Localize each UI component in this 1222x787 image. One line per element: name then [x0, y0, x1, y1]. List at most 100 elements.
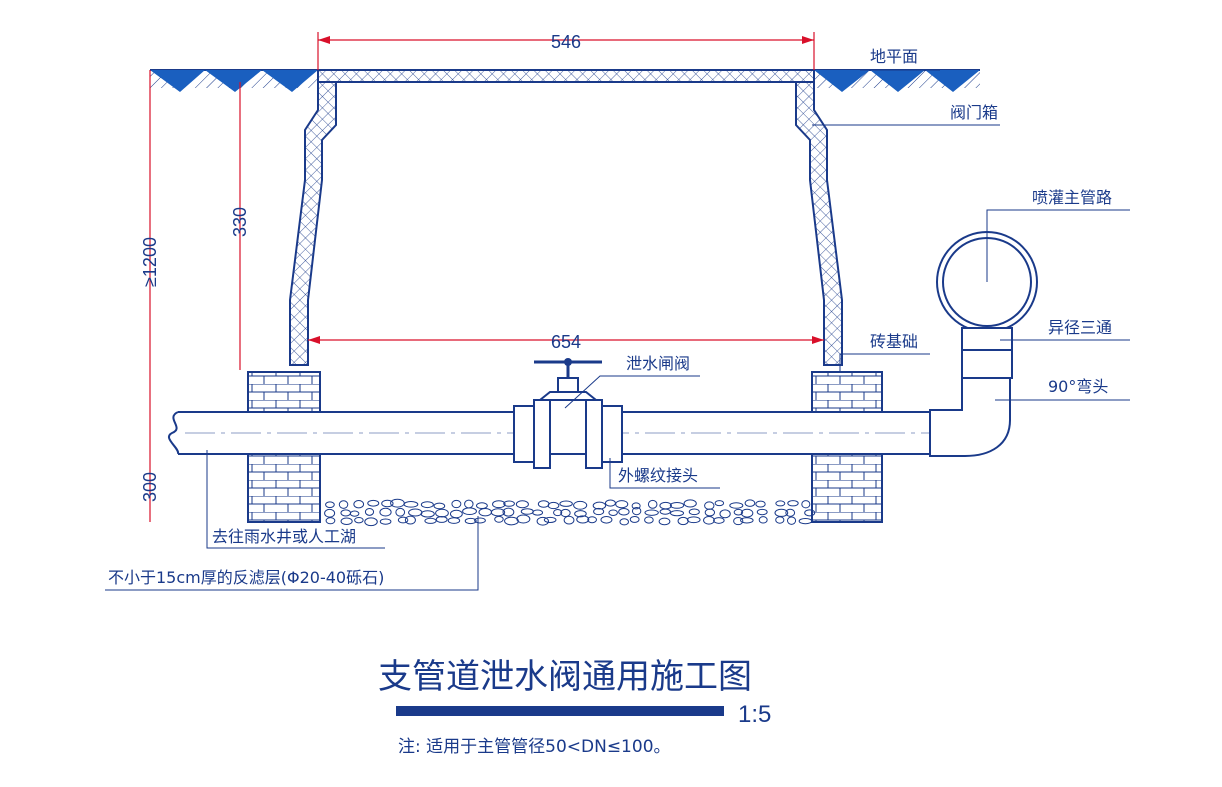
gravel-stone — [462, 507, 477, 516]
gravel-stone — [615, 500, 629, 509]
gravel-stone — [464, 499, 474, 509]
dim-total-depth: ≥1200 — [140, 237, 160, 287]
label-filter-layer: 不小于15cm厚的反滤层(Φ20-40砾石) — [108, 568, 384, 587]
gravel-stone — [592, 501, 607, 510]
dim-top-width: 546 — [551, 32, 581, 52]
gravel-stone — [618, 507, 630, 516]
gravel-stone — [774, 508, 789, 517]
gravel-stone — [447, 517, 461, 524]
label-outlet: 去往雨水井或人工湖 — [212, 527, 356, 546]
gravel-stone — [420, 501, 434, 509]
gravel-stone — [537, 500, 550, 508]
gravel-stone — [324, 508, 336, 518]
gravel-stone — [644, 516, 654, 524]
gravel-stone — [647, 499, 658, 509]
gravel-stone — [354, 516, 364, 524]
label-drain-valve: 泄水闸阀 — [626, 354, 690, 373]
valve-box — [289, 69, 843, 366]
gravel-stone — [629, 515, 640, 523]
gravel-stone — [755, 500, 766, 508]
gravel-stone — [403, 501, 419, 508]
ground-surface — [150, 69, 980, 92]
gravel-stone — [492, 500, 506, 509]
gravel-stone — [451, 499, 462, 509]
label-threaded-joint: 外螺纹接头 — [618, 466, 698, 485]
gravel-stone — [786, 516, 797, 525]
gravel-stone — [729, 502, 744, 509]
gravel-stone — [733, 508, 744, 516]
gravel-stone — [408, 508, 423, 517]
gravel-stone — [435, 508, 449, 518]
gravel-stone — [659, 501, 672, 510]
gravel-stone — [502, 507, 515, 517]
gravel-stone — [404, 515, 416, 525]
gravel-stone — [669, 510, 685, 517]
gravel-stone — [379, 518, 392, 525]
gravel-stone — [758, 516, 768, 524]
gravel-stone — [349, 510, 360, 517]
gravel-stone — [478, 508, 492, 517]
gravel-stone — [704, 501, 715, 510]
gravel-stone — [744, 499, 756, 507]
gravel-stone — [547, 501, 560, 510]
reducing-tee — [961, 327, 1013, 379]
gravel-stone — [420, 510, 435, 518]
gravel-stone — [688, 508, 700, 516]
gravel-stone — [560, 508, 571, 518]
gravel-stone — [573, 500, 588, 510]
gravel-stone — [631, 506, 642, 516]
gravel-stone — [563, 515, 575, 525]
gravel-stone — [433, 502, 446, 510]
gravel-stone — [704, 508, 716, 517]
gravel-stone — [733, 516, 744, 526]
gravel-stone — [379, 507, 392, 517]
gravel-stone — [756, 508, 768, 516]
gravel-stone — [703, 515, 715, 525]
gravel-stone — [574, 510, 587, 518]
gravel-stone — [740, 508, 754, 518]
gravel-stone — [669, 501, 685, 509]
gravel-stone — [714, 500, 725, 507]
dimension-lines — [149, 32, 824, 522]
gravel-stone — [713, 517, 725, 524]
gravel-stone — [364, 517, 378, 527]
gravel-stone — [474, 517, 486, 524]
dimension-arrows — [308, 36, 824, 344]
gravel-stone — [559, 500, 573, 507]
label-ground: 地平面 — [870, 47, 918, 66]
gravel-stone — [536, 516, 549, 526]
gravel-stone — [397, 516, 409, 524]
gravel-stone — [608, 509, 618, 516]
gravel-stone — [644, 509, 659, 516]
gravel-stone — [619, 518, 629, 526]
gravel-stone — [659, 508, 671, 515]
gravel-stone — [504, 516, 519, 526]
gravel-stone — [435, 516, 448, 523]
gravel-stone — [658, 517, 671, 526]
leader-lines — [105, 69, 1130, 591]
drawing-scale: 1:5 — [738, 701, 771, 728]
gravel-stone — [353, 500, 365, 509]
gravel-stone — [631, 502, 641, 510]
gravel-stone — [593, 507, 605, 516]
dim-gravel-depth: 300 — [140, 472, 160, 502]
brick-base-left — [247, 371, 321, 523]
gravel-stone — [367, 499, 380, 507]
gravel-stone — [340, 517, 353, 526]
title-underline — [396, 706, 724, 716]
gravel-stone — [325, 517, 336, 525]
gravel-stone — [464, 517, 477, 525]
gravel-stone — [801, 500, 811, 509]
gravel-stone — [787, 500, 799, 507]
gravel-stone — [516, 514, 531, 524]
gravel-stone — [494, 515, 504, 523]
gravel-stone — [683, 499, 697, 508]
gravel-stone — [600, 515, 613, 524]
gravel-stone — [520, 508, 534, 515]
gravel-stone — [677, 516, 689, 526]
dim-bottom-width: 654 — [551, 332, 581, 352]
gravel-stone — [449, 509, 463, 519]
gravel-stone — [740, 517, 754, 524]
gravel-filter-layer — [324, 498, 816, 527]
